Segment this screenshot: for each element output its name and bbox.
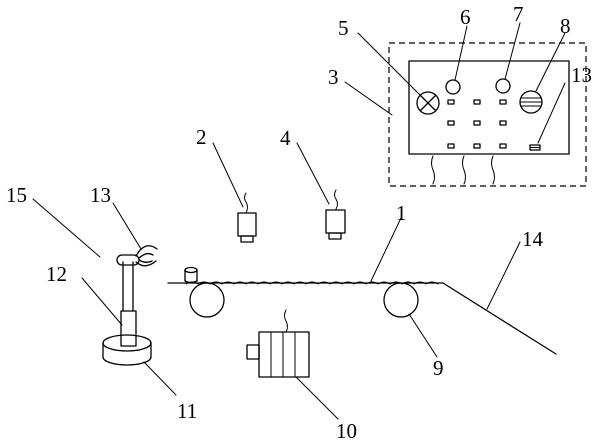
- label-4: 4: [280, 126, 291, 150]
- robot-arm: [102, 245, 158, 366]
- leader-5: [357, 32, 422, 97]
- label-11: 11: [177, 399, 197, 423]
- crossed-indicator-icon: [416, 91, 440, 115]
- leader-8: [535, 32, 566, 92]
- label-14: 14: [522, 227, 544, 251]
- motor-10: [246, 309, 310, 378]
- robot-base: [102, 342, 152, 366]
- label-8: 8: [560, 14, 571, 38]
- label-7: 7: [513, 2, 524, 26]
- leader-10: [295, 376, 339, 420]
- striped-display-icon: [519, 90, 543, 114]
- leader-lines: [32, 22, 566, 420]
- leader-14: [486, 241, 521, 310]
- leader-12: [81, 277, 123, 326]
- leader-6: [454, 25, 468, 81]
- leader-13-panel: [537, 82, 566, 144]
- leader-3: [344, 81, 393, 116]
- gripper-icon: [135, 245, 158, 267]
- label-13-panel: 13: [571, 63, 592, 87]
- panel-enclosure-dashed: [388, 42, 587, 187]
- label-13-arm: 13: [90, 183, 111, 207]
- label-5: 5: [338, 16, 349, 40]
- roller-right: [383, 282, 419, 318]
- leader-15: [32, 198, 101, 258]
- control-panel: [388, 42, 587, 187]
- label-10: 10: [336, 419, 357, 441]
- label-15: 15: [6, 183, 27, 207]
- label-3: 3: [328, 65, 339, 89]
- indicator-light-6: [445, 79, 461, 95]
- conveyor-belt: [167, 266, 557, 355]
- belt-material-wave: [185, 281, 439, 285]
- leader-7: [504, 22, 521, 80]
- label-12: 12: [46, 262, 67, 286]
- indicator-light-7: [495, 78, 511, 94]
- leader-9: [408, 313, 438, 358]
- reference-labels: 1 2 3 4 5 6 7 8 9 10 11 12 13 13 14 15: [6, 2, 592, 441]
- leader-1: [370, 217, 402, 282]
- panel-body: [408, 60, 570, 155]
- leader-4: [296, 142, 330, 205]
- discharge-chute: [442, 282, 557, 355]
- camera-4: [325, 189, 346, 240]
- leader-11: [143, 361, 177, 396]
- label-1: 1: [396, 201, 407, 225]
- panel-cable: [431, 155, 435, 185]
- leader-13-arm: [112, 202, 142, 250]
- roller-left: [189, 282, 225, 318]
- end-stopper: [184, 266, 198, 284]
- label-9: 9: [433, 356, 444, 380]
- label-2: 2: [196, 125, 207, 149]
- label-6: 6: [460, 5, 471, 29]
- camera-2: [237, 192, 257, 243]
- panel-cable: [462, 155, 466, 185]
- robot-base-top: [102, 334, 152, 352]
- panel-slot-icon: [529, 144, 541, 151]
- button-grid: [447, 99, 507, 149]
- panel-cable: [491, 155, 495, 185]
- leader-2: [212, 142, 244, 208]
- robot-column: [120, 310, 137, 347]
